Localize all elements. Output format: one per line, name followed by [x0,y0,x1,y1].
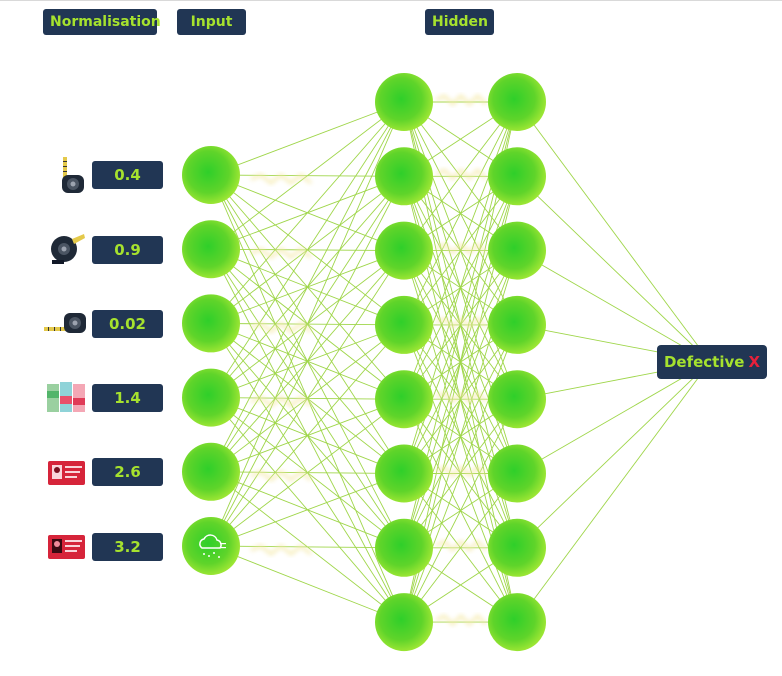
signal-spark [250,321,312,334]
signal-spark [435,242,488,255]
input-header: Input [177,9,246,35]
signal-spark [250,247,312,260]
signal-spark [435,465,488,478]
signal-spark [435,391,488,404]
hidden1-node-6 [375,444,433,503]
signal-spark [435,316,488,329]
signal-spark [435,168,488,181]
edge-input-hidden1 [210,101,405,250]
signal-spark [250,469,312,482]
edge-hidden1-hidden2 [403,101,518,251]
defective-x-mark: X [748,353,761,371]
input-node-3 [182,294,240,353]
edge-hidden2-output [516,101,711,363]
edge-hidden1-hidden2 [403,473,518,623]
input-node-6 [182,517,240,575]
input-node-5 [182,442,240,501]
hidden-header: Hidden [425,9,494,35]
signal-spark [435,93,488,107]
hidden2-node-1 [488,73,546,131]
edge-input-hidden1 [210,473,405,547]
input-value-3: 0.02 [92,310,163,338]
edge-hidden2-output [516,361,711,474]
hidden1-node-7 [375,518,433,577]
hidden2-node-4 [488,295,546,354]
edge-input-hidden1 [210,324,405,547]
normalisation-header: Normalisation [43,9,161,35]
hidden1-node-2 [375,147,433,206]
signal-spark [250,544,312,556]
top-divider [0,0,782,1]
input-value-2: 0.9 [92,236,163,264]
hidden2-node-2 [488,147,546,206]
hidden1-node-8 [375,593,433,652]
edge-input-hidden1 [210,101,405,473]
network-nodes [182,73,546,652]
edge-hidden1-hidden2 [403,398,518,623]
hidden2-node-7 [488,518,546,577]
hidden2-node-6 [488,444,546,503]
color-swatch-icon [44,378,88,418]
input-value-6: 3.2 [92,533,163,561]
hidden2-node-3 [488,221,546,280]
hidden1-node-4 [375,295,433,354]
edge-hidden2-output [516,361,711,549]
edge-input-hidden1 [210,101,405,176]
input-node-2 [182,220,240,279]
tape-measure-tilted-icon [44,229,88,269]
edge-input-hidden1 [210,101,405,547]
signal-spark [250,395,312,408]
edge-hidden1-hidden2 [403,101,518,400]
id-card-icon [44,453,88,493]
edge-hidden1-hidden2 [403,324,518,623]
hidden1-node-1 [375,73,433,131]
hidden2-node-8 [488,593,546,652]
input-value-5: 2.6 [92,458,163,486]
edge-input-hidden1 [210,176,405,547]
edge-input-hidden1 [210,250,405,547]
hidden2-node-5 [488,370,546,429]
edge-input-hidden1 [210,398,405,547]
edge-hidden2-output [516,361,711,623]
signal-spark [250,173,312,185]
input-node-1 [182,146,240,204]
hidden1-node-5 [375,370,433,429]
edge-input-hidden1 [210,101,405,324]
tape-measure-upright-icon [44,155,88,195]
hidden1-node-3 [375,221,433,280]
input-value-4: 1.4 [92,384,163,412]
edge-hidden2-output [516,175,711,363]
output-text: Defective [663,353,745,371]
input-node-4 [182,368,240,427]
signal-sparks [250,93,488,627]
id-card-dark-icon [44,527,88,567]
input-value-1: 0.4 [92,161,163,189]
edge-hidden2-output [516,250,711,363]
signal-spark [435,614,488,627]
cloud-data-icon [199,534,226,558]
edge-input-hidden1 [210,545,405,549]
signal-spark [435,539,488,552]
edge-input-hidden1 [210,101,405,398]
tape-measure-extended-icon [44,303,88,343]
edge-input-hidden1 [210,545,405,623]
edge-hidden1-hidden2 [403,101,518,326]
